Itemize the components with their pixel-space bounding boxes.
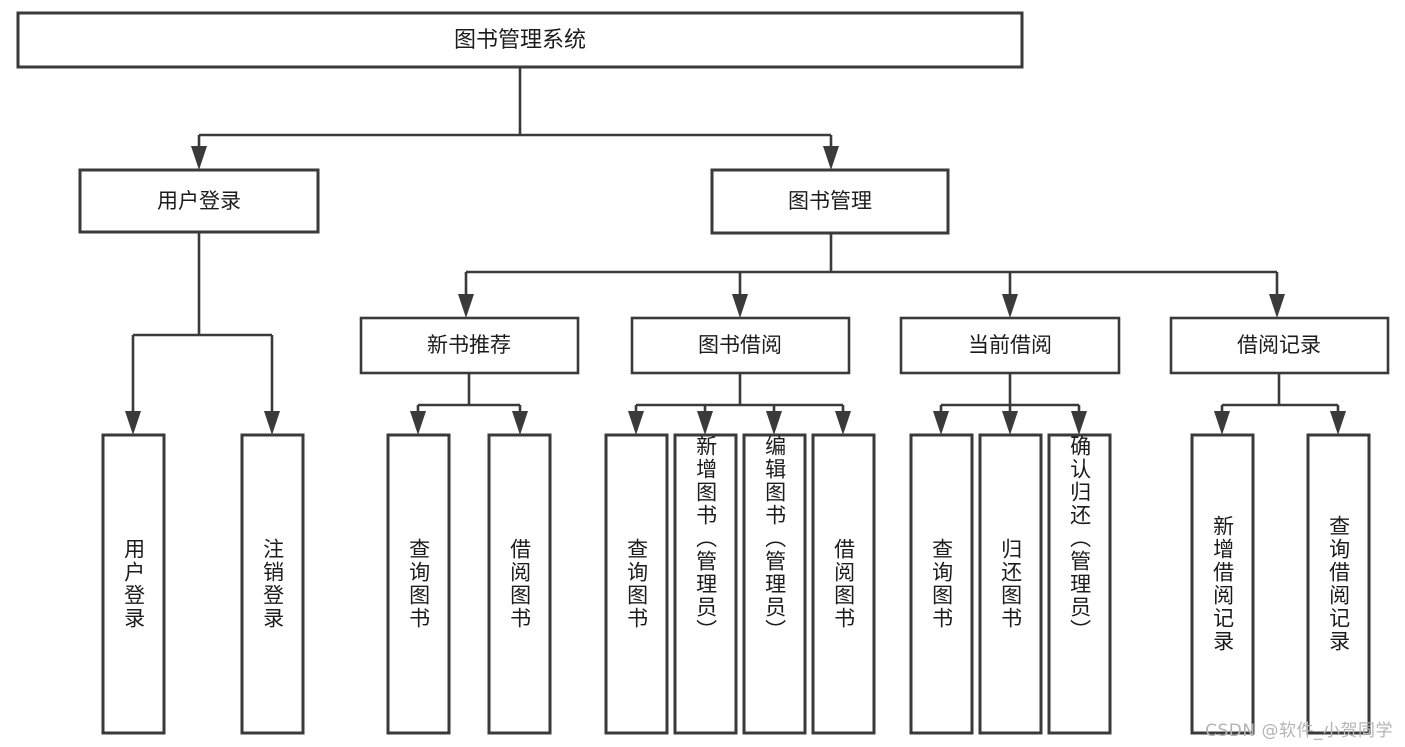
- arrow-currentborrow-leaf-1: [933, 411, 949, 435]
- leaf-box-book-borrow-2[interactable]: [673, 433, 738, 735]
- csdn-watermark: CSDN @软件_小贺同学: [1205, 721, 1393, 741]
- connector-group-bookmgmt: [458, 233, 1285, 318]
- node-new-book-recommend-label: 新书推荐: [427, 333, 511, 357]
- node-root-label: 图书管理系统: [454, 28, 586, 53]
- node-borrow-record-label: 借阅记录: [1237, 333, 1321, 357]
- arrow-bookborrow-leaf-2: [697, 411, 713, 435]
- arrow-newbook-leaf-2: [512, 411, 528, 435]
- arrow-to-borrowrecord: [1269, 294, 1285, 318]
- connector-group-root: [191, 67, 839, 170]
- node-current-borrow-label: 当前借阅: [968, 333, 1052, 357]
- node-root-box[interactable]: [16, 11, 1024, 69]
- arrow-root-to-userlogin: [191, 146, 207, 170]
- arrow-borrowrecord-leaf-2: [1330, 411, 1346, 435]
- connector-group-currentborrow: [933, 373, 1087, 435]
- leaf-box-borrow-record-2[interactable]: [1306, 433, 1371, 735]
- arrow-to-newbook: [458, 294, 474, 318]
- node-borrow-record-box[interactable]: [1169, 316, 1390, 375]
- arrow-bookborrow-leaf-1: [628, 411, 644, 435]
- node-book-borrow-box[interactable]: [630, 316, 851, 375]
- arrow-currentborrow-leaf-3: [1071, 411, 1087, 435]
- node-new-book-recommend-box[interactable]: [359, 316, 580, 375]
- leaf-box-current-borrow-2[interactable]: [978, 433, 1043, 735]
- connector-group-bookborrow: [628, 373, 851, 435]
- leaf-box-new-book-1[interactable]: [386, 433, 451, 735]
- leaf-box-borrow-record-1[interactable]: [1190, 433, 1255, 735]
- arrow-userlogin-leaf-2: [264, 411, 280, 435]
- arrow-to-bookborrow: [732, 294, 748, 318]
- leaf-box-user-login-2[interactable]: [240, 433, 305, 735]
- arrow-bookborrow-leaf-3: [766, 411, 782, 435]
- node-book-management-label: 图书管理: [788, 189, 872, 213]
- arrow-borrowrecord-leaf-1: [1214, 411, 1230, 435]
- arrow-userlogin-leaf-1: [125, 411, 141, 435]
- node-book-borrow-label: 图书借阅: [698, 333, 782, 357]
- node-current-borrow-box[interactable]: [899, 316, 1121, 375]
- leaf-box-book-borrow-4[interactable]: [811, 433, 876, 735]
- node-user-login-label: 用户登录: [157, 189, 241, 213]
- arrow-root-to-bookmgmt: [823, 146, 839, 170]
- connector-group-borrowrecord: [1214, 373, 1346, 435]
- leaf-box-book-borrow-3[interactable]: [742, 433, 807, 735]
- arrow-to-currentborrow: [1002, 294, 1018, 318]
- arrow-currentborrow-leaf-2: [1002, 411, 1018, 435]
- leaf-box-new-book-2[interactable]: [487, 433, 552, 735]
- node-book-management-box[interactable]: [710, 168, 950, 235]
- leaf-box-user-login-1[interactable]: [101, 433, 166, 735]
- leaf-box-current-borrow-3[interactable]: [1047, 433, 1112, 735]
- leaf-box-book-borrow-1[interactable]: [604, 433, 669, 735]
- connector-group-newbook: [410, 373, 528, 435]
- arrow-newbook-leaf-1: [410, 411, 426, 435]
- arrow-bookborrow-leaf-4: [835, 411, 851, 435]
- connector-group-userlogin: [125, 232, 280, 435]
- node-user-login-box[interactable]: [78, 168, 320, 234]
- leaf-box-current-borrow-1[interactable]: [909, 433, 974, 735]
